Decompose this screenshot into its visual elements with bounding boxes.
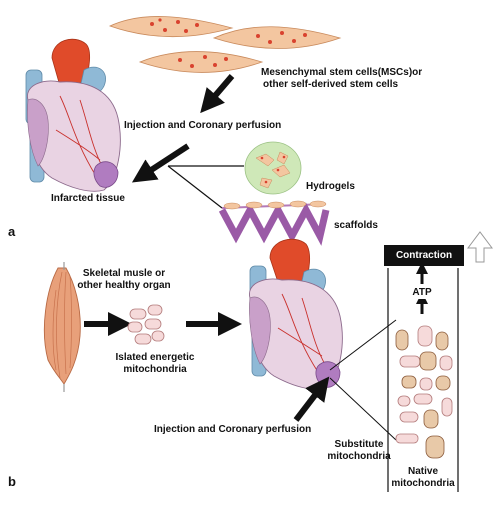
arrow-to-infarct [131,143,190,183]
stem-cell-3 [138,51,264,73]
heart-a [25,38,121,192]
isolated-mitochondria [127,304,165,345]
stem-cell-2 [212,26,342,49]
substitute-label-line2: mitochondria [327,451,391,462]
outline-up-arrow [467,231,493,263]
panel-label-b: b [8,474,16,489]
source-label-line1: Skeletal musle or [82,268,166,279]
native-mitochondria [395,325,453,459]
line-scaffold [167,165,223,209]
arrow-injection-b [293,376,330,422]
hydrogel-blob [244,141,302,195]
callout-top [329,319,397,371]
contraction-box: Contraction [384,245,464,266]
skeletal-muscle [43,262,81,392]
source-label-line2: other healthy organ [77,280,171,291]
substitute-label-line1: Substitute [334,439,384,450]
atp-label: ATP [400,287,444,299]
stem-cell-1 [108,16,234,38]
native-label-line1: Native [407,466,438,477]
scaffolds-label: scaffolds [334,220,378,231]
native-label-line2: mitochondria [391,478,455,489]
infarct-label: Infarcted tissue [51,193,125,204]
stem-cells-label-line2: other self-derived stem cells [263,79,399,90]
heart-b [249,238,343,390]
injection-label-a: Injection and Coronary perfusion [124,120,282,131]
scaffold-strip [218,200,330,246]
native-mito-box [387,268,459,492]
callout-bottom [329,377,397,441]
panel-label-a: a [8,224,16,239]
injection-label-b: Injection and Coronary perfusion [154,424,312,435]
hydrogels-label: Hydrogels [306,181,355,192]
arrow-cells-to-injection [200,74,235,114]
stem-cells-label-line1: Mesenchymal stem cells(MSCs)or [261,67,423,78]
isolated-label-line1: Islated energetic [115,352,195,363]
isolated-label-line2: mitochondria [123,364,187,375]
